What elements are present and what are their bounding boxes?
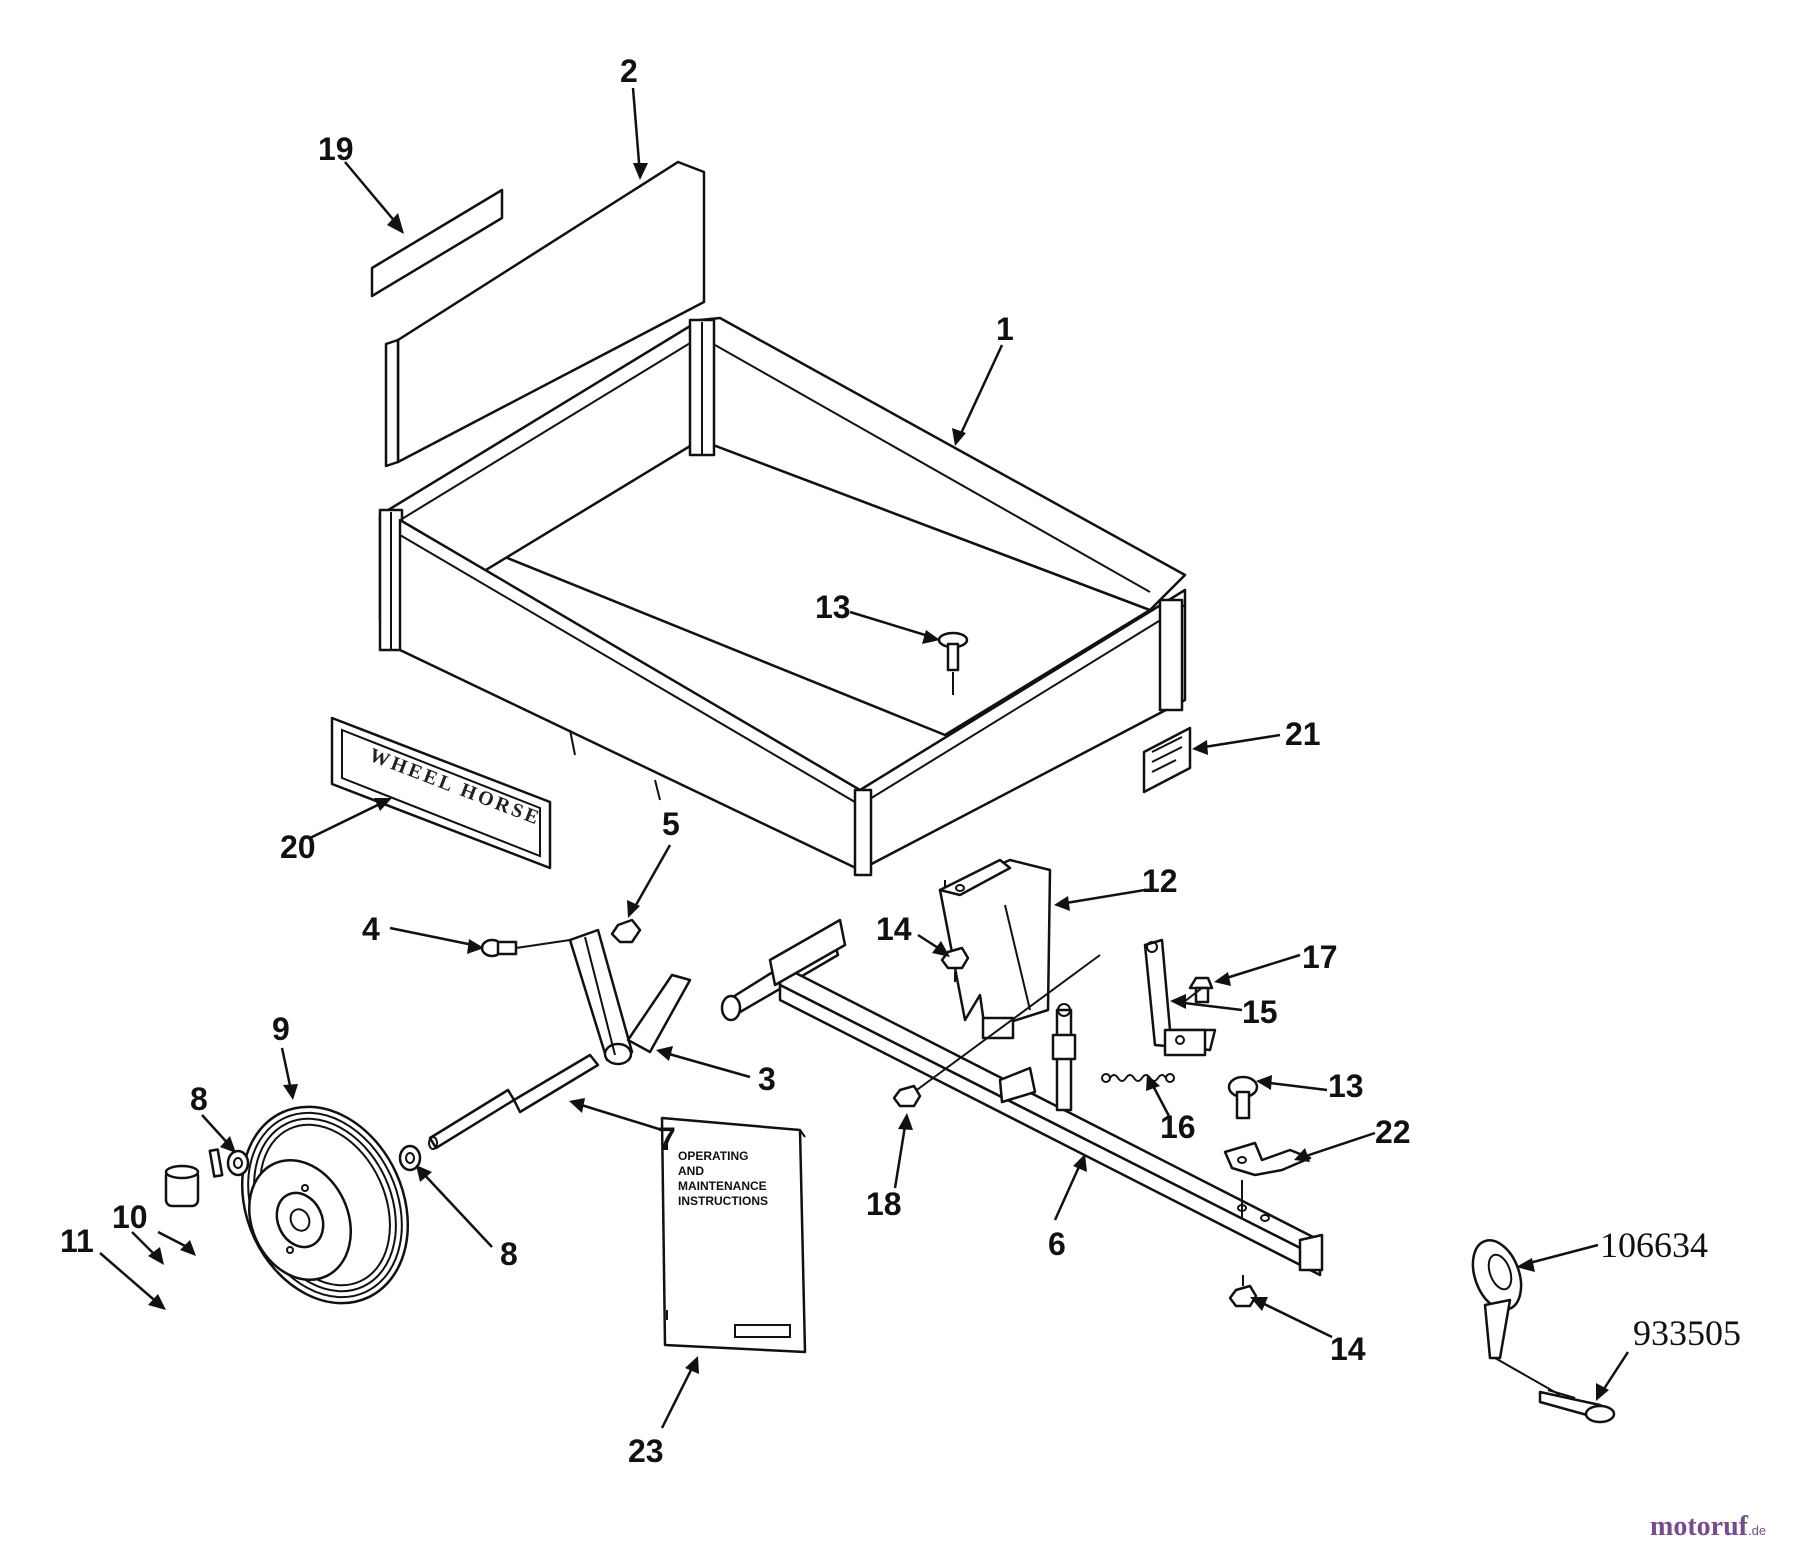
callout-3: 3	[758, 1061, 776, 1097]
callout-13-lower: 13	[1328, 1068, 1364, 1104]
washer-inner	[398, 1144, 422, 1172]
callout-17: 17	[1302, 939, 1338, 975]
part-number-hitch-pin: 106634	[1600, 1225, 1708, 1265]
callout-1: 1	[996, 311, 1014, 347]
part-number-hairpin-clip: 933505	[1633, 1313, 1741, 1353]
hex-bolt	[480, 938, 571, 958]
nameplate-decal: WHEEL HORSE	[330, 716, 552, 870]
wheel-tire	[240, 1105, 410, 1305]
latch-rod	[909, 954, 1101, 1112]
callout-14-lower: 14	[1330, 1331, 1366, 1367]
lock-nut	[610, 918, 642, 944]
axle-pins	[428, 1053, 600, 1150]
callout-labels: 1 2 3 4 5 6 7 8 8 9 10 11 12 13 13 14 14…	[60, 53, 1411, 1469]
carriage-bolt-lower	[1227, 1075, 1259, 1120]
callout-11: 11	[60, 1223, 94, 1259]
cotter-pin	[208, 1148, 224, 1178]
manual-line4: INSTRUCTIONS	[678, 1194, 768, 1208]
svg-text:motoruf.de: motoruf.de	[1650, 1511, 1766, 1542]
callout-22: 22	[1375, 1114, 1411, 1150]
callout-23: 23	[628, 1433, 664, 1469]
arrowheads	[148, 163, 1609, 1401]
callout-15: 15	[1242, 994, 1278, 1030]
carriage-bolt-upper	[937, 631, 969, 695]
hitch-pin	[1471, 1239, 1561, 1396]
callout-20: 20	[280, 829, 316, 865]
callout-8-lower: 8	[500, 1236, 518, 1272]
tailgate-panel	[384, 160, 706, 468]
callout-16: 16	[1160, 1109, 1196, 1145]
decal-strip	[370, 188, 504, 298]
callout-10: 10	[112, 1199, 148, 1235]
hairpin-clip	[1538, 1389, 1616, 1424]
dump-lever-arm	[568, 928, 692, 1066]
pivot-bracket	[938, 858, 1052, 1040]
callout-7: 7	[658, 1121, 676, 1157]
hub-cap	[164, 1164, 200, 1208]
latch-lever	[1143, 938, 1217, 1057]
callout-13-upper: 13	[815, 589, 851, 625]
callout-12: 12	[1142, 863, 1178, 899]
callout-9: 9	[272, 1011, 290, 1047]
callout-5: 5	[662, 806, 680, 842]
callout-21: 21	[1285, 716, 1321, 752]
washer-outer	[226, 1149, 250, 1177]
strap-bracket	[1223, 1141, 1312, 1218]
callout-2: 2	[620, 53, 638, 89]
callout-19: 19	[318, 131, 354, 167]
manual-line2: AND	[678, 1164, 704, 1178]
hex-nut-lower	[1228, 1275, 1258, 1308]
part-number-labels: 106634 933505	[1600, 1225, 1741, 1353]
callout-14-upper: 14	[876, 911, 912, 947]
callout-18: 18	[866, 1186, 902, 1222]
hex-nut-pivot	[892, 1084, 922, 1108]
watermark-logo: motoruf.de	[1650, 1511, 1766, 1542]
hex-nut-upper	[940, 946, 970, 982]
callout-8-upper: 8	[190, 1081, 208, 1117]
callout-4: 4	[362, 911, 380, 947]
manual-line1: OPERATING	[678, 1149, 748, 1163]
tension-spring	[1101, 1073, 1175, 1083]
axle-tongue-frame	[720, 918, 1324, 1277]
manual-line3: MAINTENANCE	[678, 1179, 767, 1193]
watermark-suffix: .de	[1748, 1523, 1766, 1538]
operator-manual: OPERATING AND MAINTENANCE INSTRUCTIONS	[660, 1116, 807, 1354]
watermark-brand: motoruf	[1650, 1511, 1749, 1542]
dump-box	[378, 316, 1187, 905]
callout-6: 6	[1048, 1226, 1066, 1262]
instruction-decal	[1142, 726, 1192, 794]
